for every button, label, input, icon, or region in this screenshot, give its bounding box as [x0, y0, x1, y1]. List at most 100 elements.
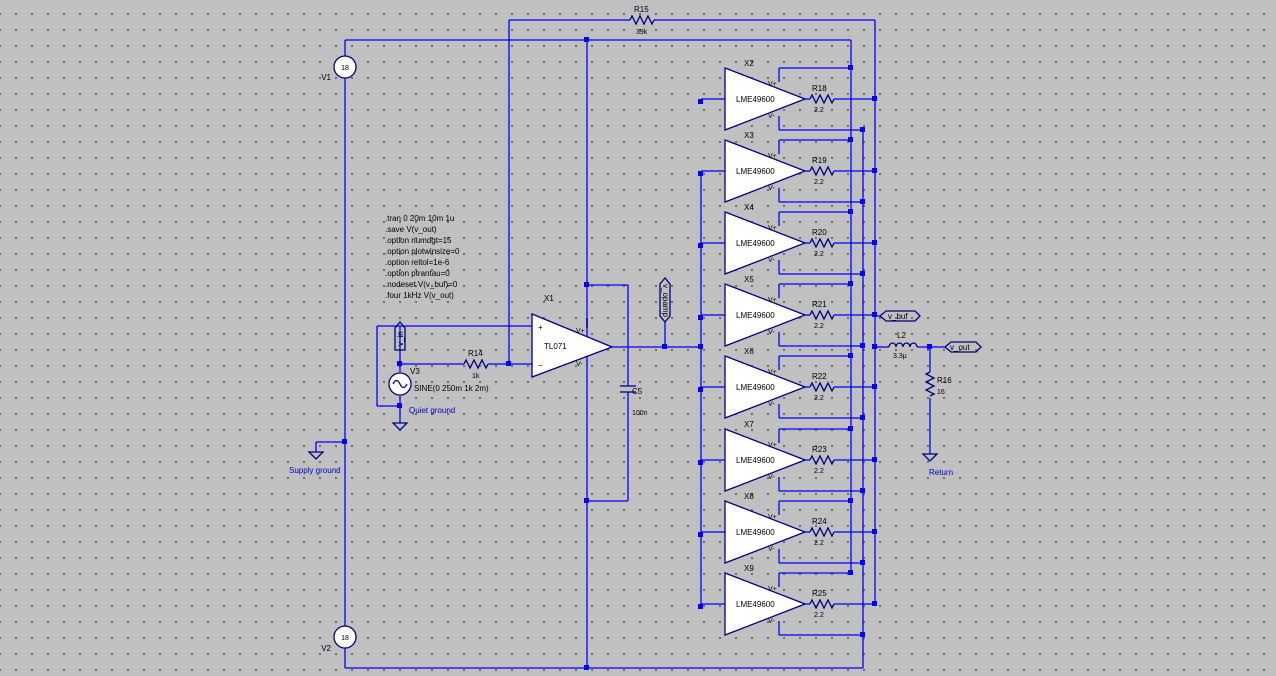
net-label-v-in[interactable]: v_in	[394, 320, 406, 351]
buffer-triangle	[724, 139, 807, 203]
v-out-text: v_out	[950, 343, 970, 352]
junction-dot	[698, 604, 703, 609]
buffer-resistor-value: 2.2	[814, 395, 824, 402]
buffer-model: LME49600	[736, 456, 775, 465]
buffer-triangle	[724, 67, 807, 131]
r14-name: R14	[468, 349, 483, 358]
v2-source[interactable]: 18 V2	[321, 625, 357, 653]
junction-dot	[860, 488, 865, 493]
junction-dot	[860, 271, 865, 276]
r15-name: R15	[634, 5, 649, 14]
opamp-plus-pin: +	[538, 323, 543, 332]
junction-dot	[872, 96, 877, 101]
junction-dot	[698, 99, 703, 104]
buffer-resistor-name: R23	[812, 445, 827, 454]
v3-name: V3	[410, 367, 420, 376]
supply-ground-symbol: Supply ground	[289, 451, 341, 475]
v-buf-text: v_buf	[888, 312, 908, 321]
resistor-r16[interactable]: R16 16	[924, 371, 952, 397]
l2-value: 3.3µ	[893, 353, 907, 360]
opamp-x1[interactable]: + − V+ V- TL071 X1	[531, 294, 614, 378]
opamp-name: X1	[544, 294, 554, 303]
r14-value: 1k	[472, 373, 480, 380]
buffer-resistor	[809, 309, 835, 321]
buffer-resistor-value: 2.2	[814, 612, 824, 619]
buffer-vn-pin: V-	[768, 618, 775, 625]
buffer-model: LME49600	[736, 528, 775, 537]
buffer-triangle	[724, 355, 807, 419]
buffer-resistor-value: 2.2	[814, 251, 824, 258]
buffer-vn-pin: V-	[768, 113, 775, 120]
net-label-v-opamp[interactable]: v_opamp	[659, 276, 671, 324]
supply-ground-label: Supply ground	[289, 466, 341, 475]
v3-source[interactable]: V3 SINE(0 250m 1k 2m)	[388, 367, 489, 396]
directive-line: .save V(v_out)	[385, 225, 437, 234]
junction-dot	[848, 570, 853, 575]
spice-directives[interactable]: .tran 0 20m 10m 1u .save V(v_out) .optio…	[385, 214, 460, 300]
buffer-resistor	[809, 237, 835, 249]
junction-dot	[848, 65, 853, 70]
junction-dot	[848, 353, 853, 358]
return-ground-symbol: Return	[921, 453, 953, 477]
buffer-vn-pin: V-	[768, 546, 775, 553]
junction-dot	[698, 315, 703, 320]
directive-line: .nodeset V(v_buf)=0	[385, 280, 458, 289]
resistor-r15[interactable]: R15 39k	[629, 5, 655, 36]
v-opamp-text: v_opamp	[661, 284, 670, 317]
opamp-vp-pin: V+	[576, 328, 585, 335]
directive-line: .option ptrantau=0	[385, 269, 450, 278]
net-label-v-out[interactable]: v_out	[943, 341, 982, 353]
buffer-resistor	[809, 381, 835, 393]
buffer-model: LME49600	[736, 167, 775, 176]
buffer-vp-pin: V+	[768, 442, 777, 449]
v2-value: 18	[341, 635, 349, 642]
input-wiring	[376, 19, 945, 604]
junction-dot	[872, 601, 877, 606]
inductor-l2[interactable]: L2 3.3µ	[888, 331, 918, 360]
buffer-resistor-name: R21	[812, 300, 827, 309]
buffer-triangle	[724, 500, 807, 564]
junction-dot	[698, 243, 703, 248]
junction-dot	[872, 312, 877, 317]
resistor-r14[interactable]: R14 1k	[463, 349, 489, 380]
junction-dot	[848, 137, 853, 142]
junction-dot	[872, 168, 877, 173]
junction-dot	[698, 171, 703, 176]
buffer-array: X2LME49600V+V-R182.2X3LME49600V+V-R192.2…	[698, 59, 877, 637]
buffer-vn-pin: V-	[768, 401, 775, 408]
buffer-model: LME49600	[736, 239, 775, 248]
buffer-vp-pin: V+	[768, 225, 777, 232]
buffer-name: X8	[744, 492, 754, 501]
r16-name: R16	[937, 376, 952, 385]
net-label-v-buf[interactable]: v_buf	[878, 310, 921, 322]
buffer-triangle	[724, 572, 807, 636]
v2-name: V2	[321, 644, 331, 653]
buffer-model: LME49600	[736, 600, 775, 609]
buffer-resistor	[809, 598, 835, 610]
directive-line: .tran 0 20m 10m 1u	[385, 214, 454, 223]
junction-dot	[860, 343, 865, 348]
directive-line: .option reltol=1e-6	[385, 258, 450, 267]
r15-value: 39k	[636, 29, 648, 36]
directive-line: .option plotwinsize=0	[385, 247, 460, 256]
buffer-vn-pin: V-	[768, 474, 775, 481]
v1-source[interactable]: 18 V1	[321, 55, 357, 82]
junction-dot	[872, 240, 877, 245]
static-junctions	[342, 37, 932, 670]
quiet-ground-label: Quiet ground	[409, 406, 455, 415]
junction-dot	[848, 281, 853, 286]
v-in-text: v_in	[396, 331, 405, 346]
buffer-vn-pin: V-	[768, 185, 775, 192]
capacitor-c5[interactable]: C5 100n	[620, 385, 648, 417]
buffer-vn-pin: V-	[768, 329, 775, 336]
buffer-vp-pin: V+	[768, 153, 777, 160]
